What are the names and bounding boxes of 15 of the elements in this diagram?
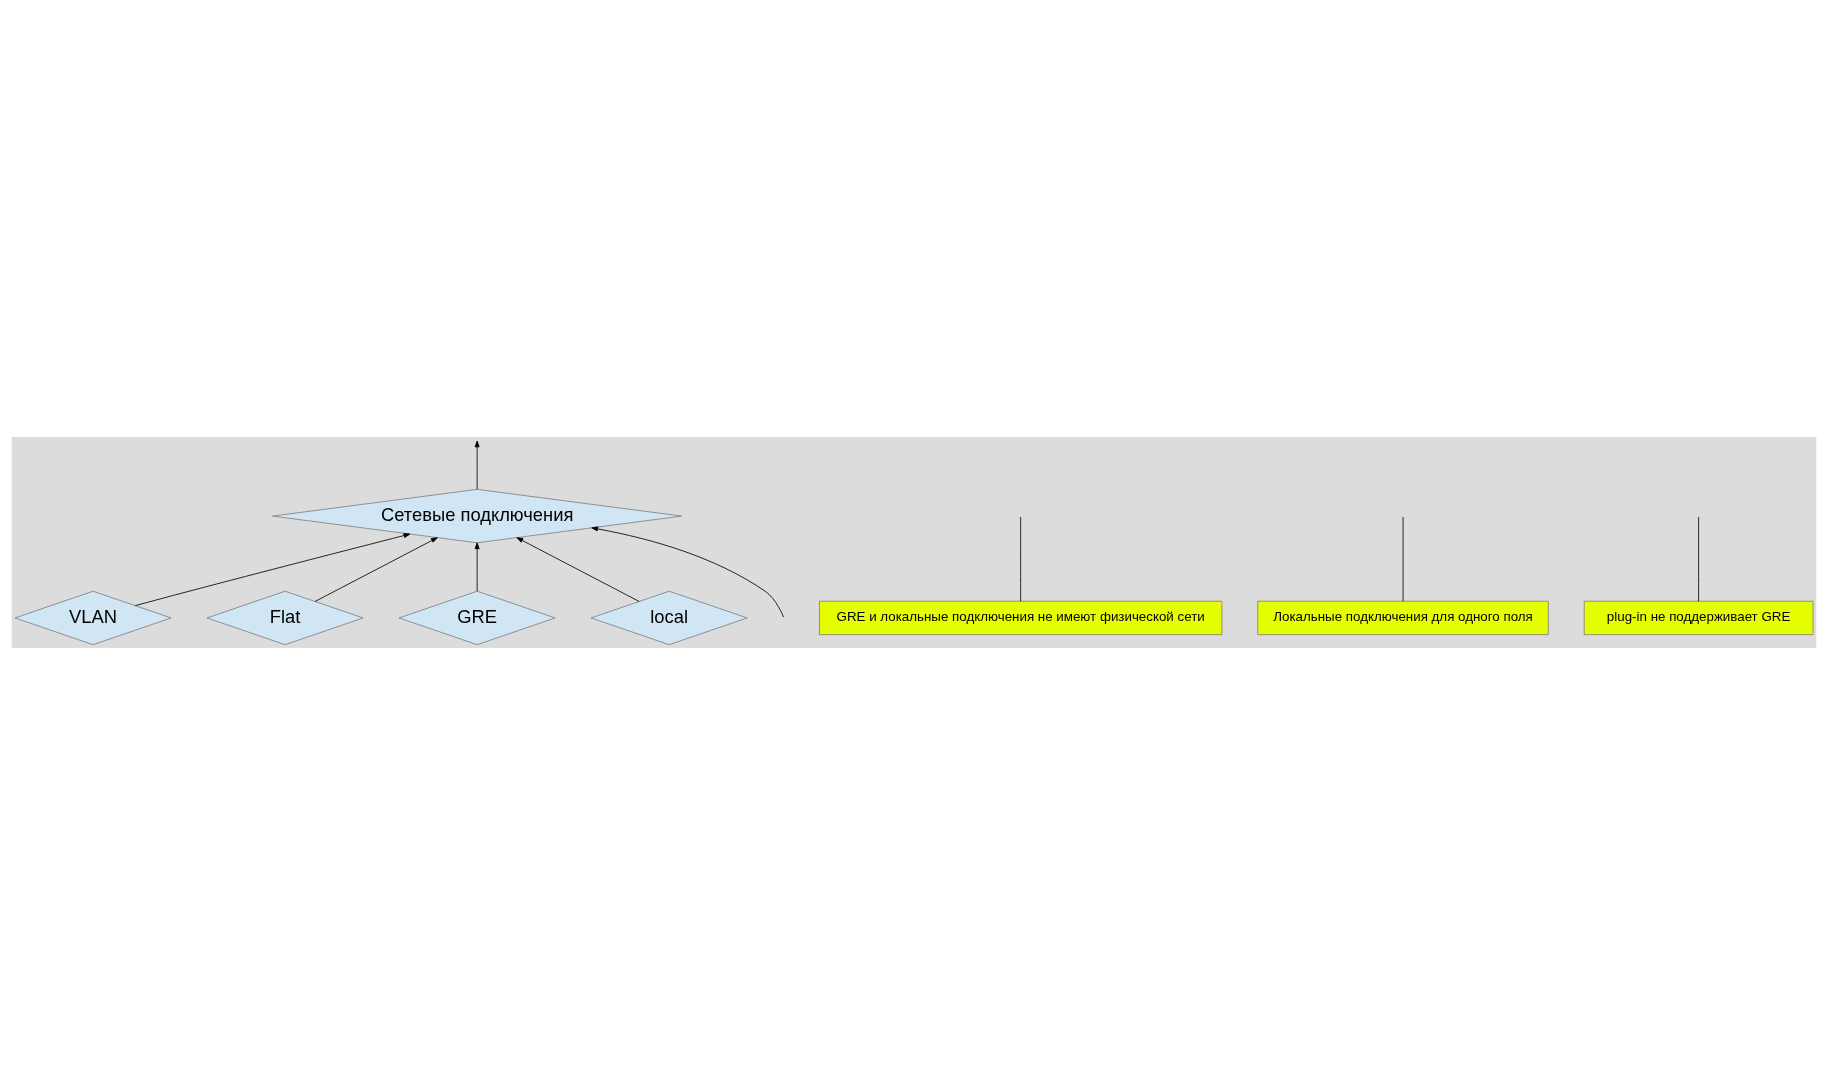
arrow <box>474 542 480 592</box>
arrow <box>474 440 480 490</box>
node-diamond: local <box>590 590 748 646</box>
arrow <box>134 533 411 606</box>
node-diamond: GRE <box>398 590 556 646</box>
node-box: plug-in не поддерживает GRE <box>1583 600 1814 636</box>
arrow <box>591 526 784 618</box>
arrow <box>516 537 640 602</box>
connector <box>1020 516 1022 602</box>
connector <box>1698 516 1700 602</box>
arrow <box>314 537 438 602</box>
node-box: Локальные подключения для одного поля <box>1257 600 1549 636</box>
node-box: GRE и локальные подключения не имеют физической сети <box>819 600 1223 636</box>
node-diamond: VLAN <box>14 590 172 646</box>
node-diamond: Flat <box>206 590 364 646</box>
